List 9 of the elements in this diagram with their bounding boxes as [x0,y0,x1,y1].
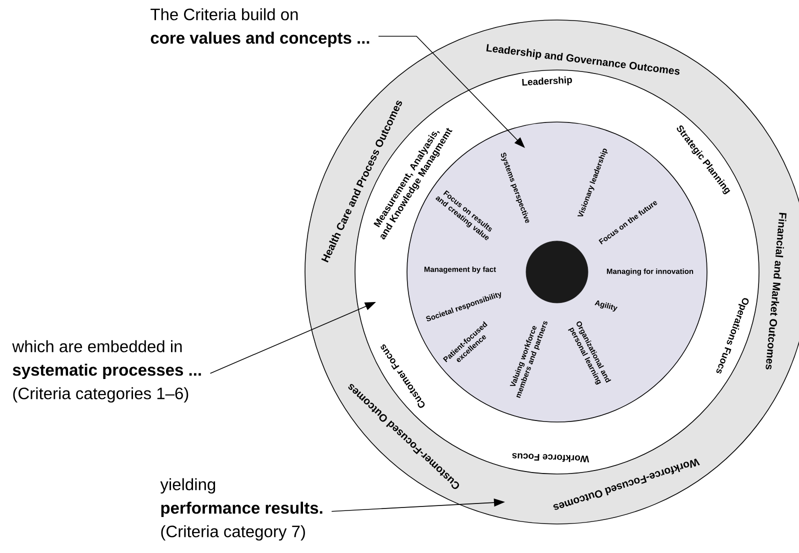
ring-label: Workforce Focus [512,453,590,462]
ring-label: Financial and Market Outcomes [766,212,786,370]
leader-arrow [378,36,525,148]
annotation-text: which are embedded in systematic processes ... (Criteria categories 1–6) [12,340,201,403]
annotation-text: The Criteria build on core values and concepts ... [150,8,370,48]
annotation-text: yielding performance results. (Criteria category 7) [160,478,322,541]
ring-label: Leadership [522,76,572,86]
ring-label: Leadership and Governance Outcomes [486,44,680,75]
center-dot [526,240,588,304]
